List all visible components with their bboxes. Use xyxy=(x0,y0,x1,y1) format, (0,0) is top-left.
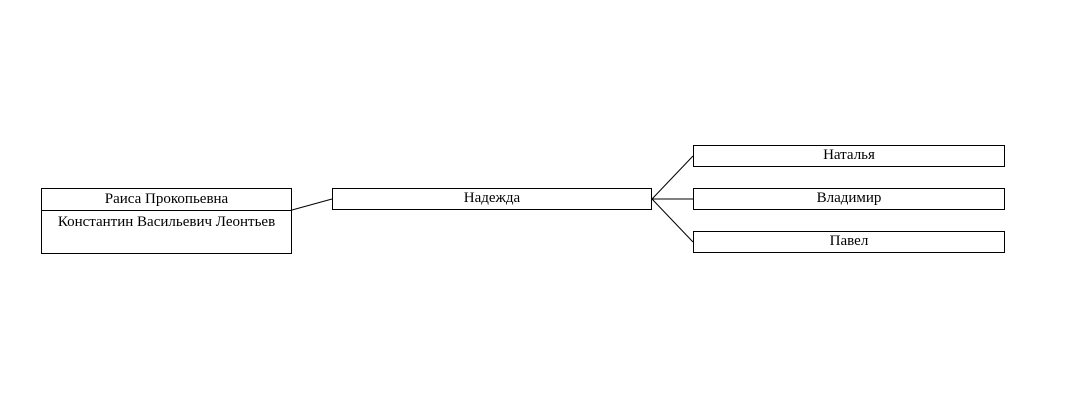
grandchild-node: Владимир xyxy=(693,188,1005,210)
grandchild-node: Наталья xyxy=(693,145,1005,167)
child-node: Надежда xyxy=(332,188,652,210)
connector-parents-to-child xyxy=(291,198,333,211)
parent-mother-name: Раиса Прокопьевна xyxy=(42,189,291,211)
grandchild-node: Павел xyxy=(693,231,1005,253)
connector-child-to-grandchild-3 xyxy=(651,198,694,243)
parent-father-name: Константин Васильевич Леонтьев xyxy=(57,214,276,230)
connector-child-to-grandchild-1 xyxy=(651,155,694,200)
parents-node: Раиса Прокопьевна Константин Васильевич … xyxy=(41,188,292,254)
